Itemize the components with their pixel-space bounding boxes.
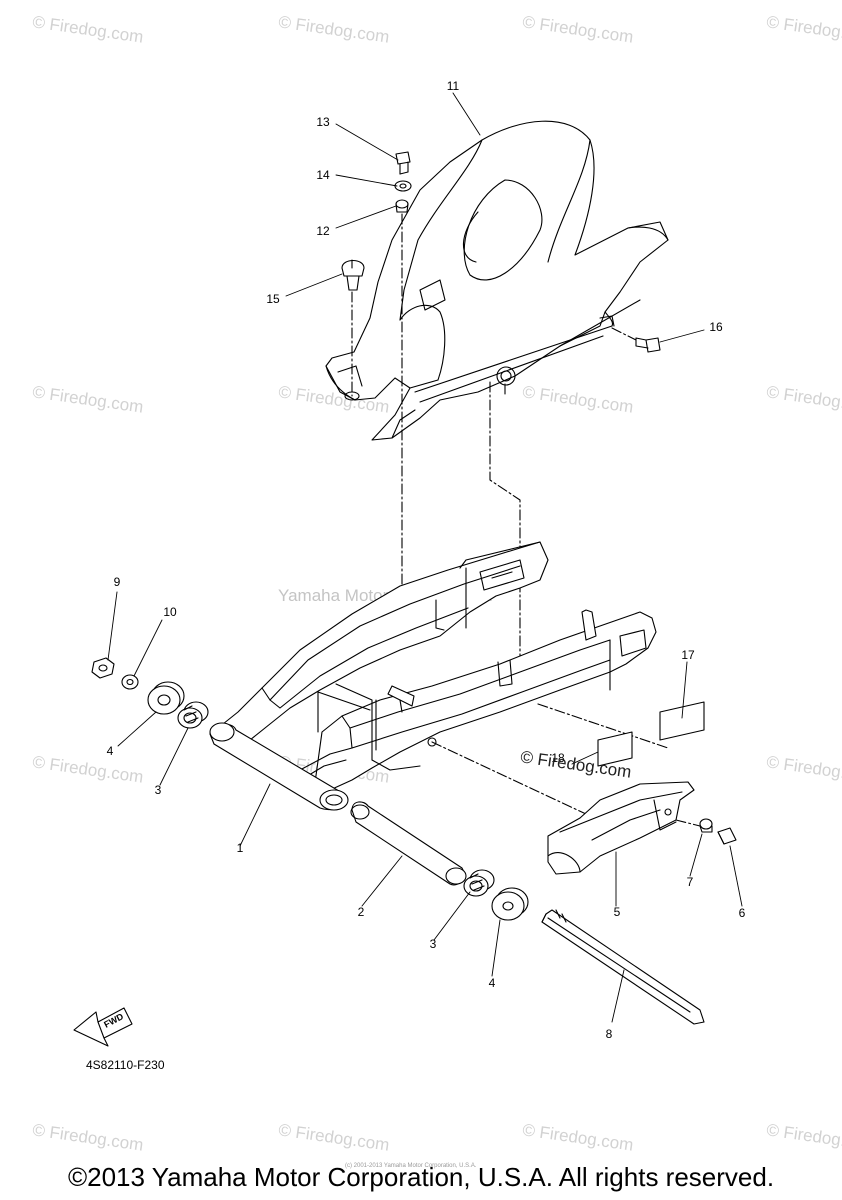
pivot-shaft-part (541, 909, 705, 1025)
callout-3-lower: 3 (429, 937, 437, 951)
caution-label-part (659, 701, 705, 741)
bearing-part-upper (177, 701, 209, 729)
pivot-nut-part (91, 657, 115, 679)
callout-11: 11 (446, 79, 460, 93)
tiny-copyright: (c) 2001-2013 Yamaha Motor Corporation, … (345, 1163, 477, 1169)
washer-part (121, 674, 139, 690)
callout-4-lower: 4 (488, 976, 496, 990)
callout-18: 18 (551, 751, 565, 765)
callout-15: 15 (266, 292, 280, 306)
pivot-shaft-collar-part (350, 801, 467, 886)
callout-8: 8 (605, 1027, 613, 1041)
fender-bolt-part (395, 151, 411, 175)
callout-3-upper: 3 (154, 783, 162, 797)
callout-1: 1 (236, 841, 244, 855)
rear-fender-part (325, 120, 669, 441)
catalog-code: 4S82110-F230 (86, 1058, 165, 1072)
callout-17: 17 (681, 648, 695, 662)
fender-clip-part (341, 259, 365, 291)
bottom-watermark-strip (0, 1194, 842, 1200)
bearing-part-lower (463, 869, 495, 897)
callout-10: 10 (163, 605, 177, 619)
chain-guard-collar-part (699, 818, 713, 833)
callout-4-upper: 4 (106, 744, 114, 758)
chain-guard-bolt-lower-part (717, 827, 737, 845)
fender-washer-part (394, 180, 412, 192)
callout-13: 13 (316, 115, 330, 129)
fwd-arrow-icon: FWD (73, 1007, 133, 1047)
callout-7: 7 (686, 875, 694, 889)
chain-guard-part (547, 781, 695, 875)
copyright-footer: ©2013 Yamaha Motor Corporation, U.S.A. A… (67, 1162, 775, 1192)
leader-lines (107, 92, 743, 1023)
oil-seal-part-lower (491, 887, 529, 921)
callout-16: 16 (709, 320, 723, 334)
callout-2: 2 (357, 905, 365, 919)
callout-9: 9 (113, 575, 121, 589)
swingarm-part (209, 541, 657, 811)
callout-5: 5 (613, 905, 621, 919)
callout-14: 14 (316, 168, 330, 182)
callout-12: 12 (316, 224, 330, 238)
oil-seal-part-upper (147, 681, 185, 715)
info-label-part (597, 731, 633, 767)
chain-guard-bolt-part (635, 337, 661, 353)
fender-collar-part (395, 199, 409, 213)
callout-6: 6 (738, 906, 746, 920)
